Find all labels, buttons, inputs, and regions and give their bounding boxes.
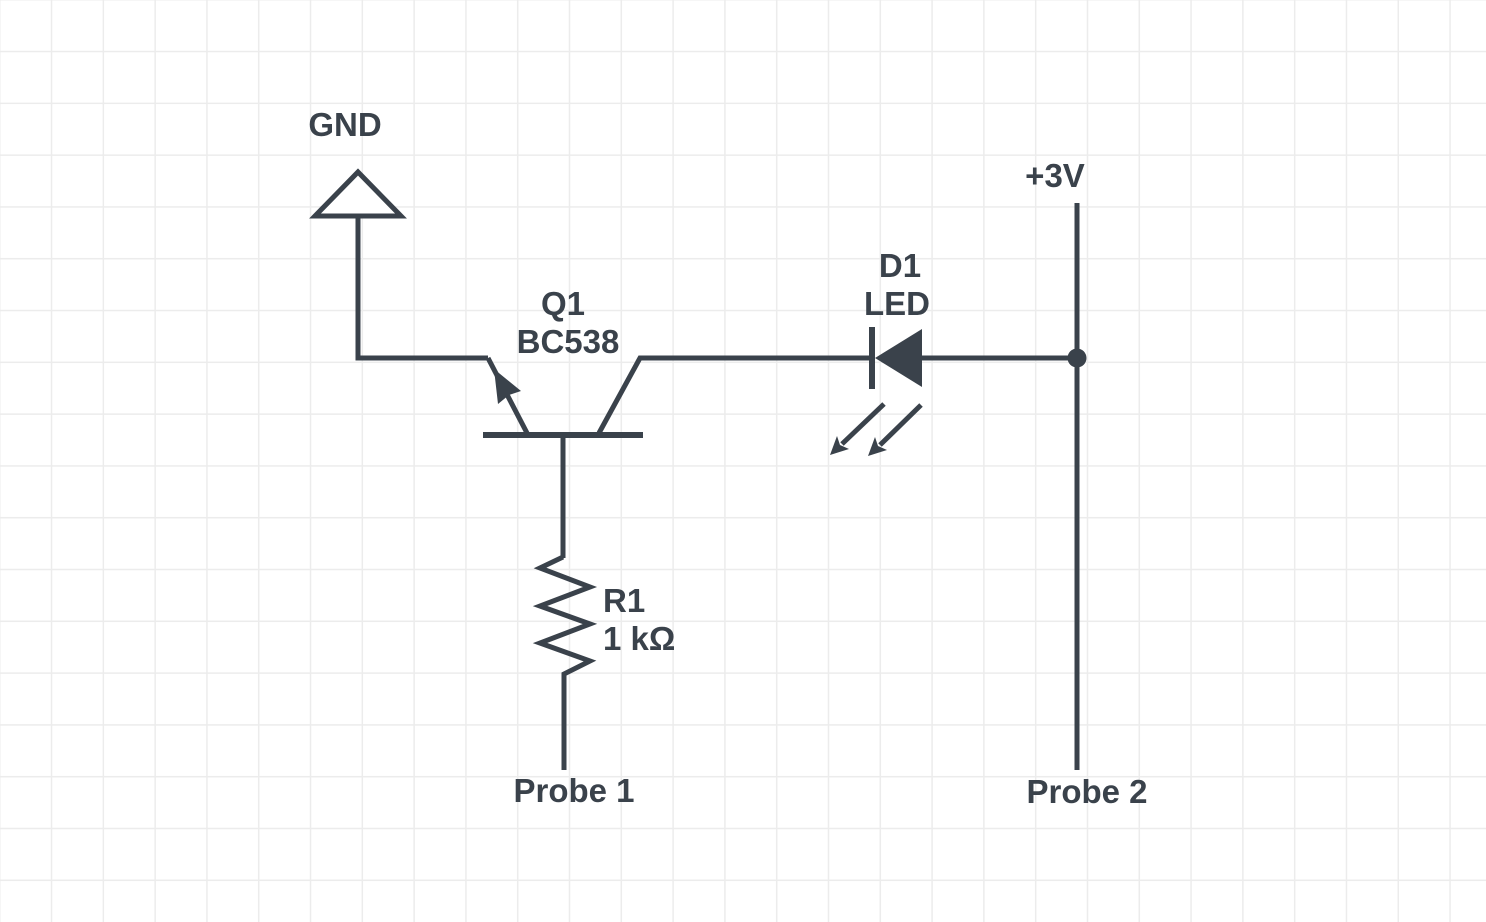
led-emission-arrow-1-head-icon xyxy=(830,436,849,455)
wire-gnd-to-emitter[interactable] xyxy=(355,218,488,361)
led-type-label: LED xyxy=(864,285,930,322)
ground-symbol-icon[interactable] xyxy=(309,168,407,219)
led-d1[interactable]: D1 LED xyxy=(830,247,1077,456)
gnd-label: GND xyxy=(308,106,381,143)
resistor-ref-label: R1 xyxy=(603,582,645,619)
led-triangle-icon[interactable] xyxy=(875,329,922,387)
resistor-value-label: 1 kΩ xyxy=(603,620,675,657)
transistor-ref-label: Q1 xyxy=(541,285,585,322)
probe1-label: Probe 1 xyxy=(513,772,634,809)
resistor-zigzag-icon[interactable] xyxy=(532,554,598,770)
transistor-emitter-arrow-icon xyxy=(494,369,521,404)
supply-rail[interactable]: +3V xyxy=(1025,157,1087,770)
led-emission-arrow-2-head-icon xyxy=(868,437,887,456)
led-emission-arrow-2-shaft xyxy=(878,403,923,447)
transistor-q1[interactable]: Q1 BC538 xyxy=(483,285,872,558)
transistor-part-label: BC538 xyxy=(517,323,620,360)
gnd-net[interactable]: GND xyxy=(308,106,488,361)
junction-dot-icon xyxy=(1067,348,1087,368)
supply-label: +3V xyxy=(1025,157,1085,194)
resistor-r1[interactable]: R1 1 kΩ xyxy=(532,554,675,770)
led-emission-arrow-1-shaft xyxy=(840,402,886,446)
probe2-label: Probe 2 xyxy=(1026,773,1147,810)
led-ref-label: D1 xyxy=(879,247,921,284)
transistor-collector-lead-and-wire[interactable] xyxy=(596,355,872,435)
